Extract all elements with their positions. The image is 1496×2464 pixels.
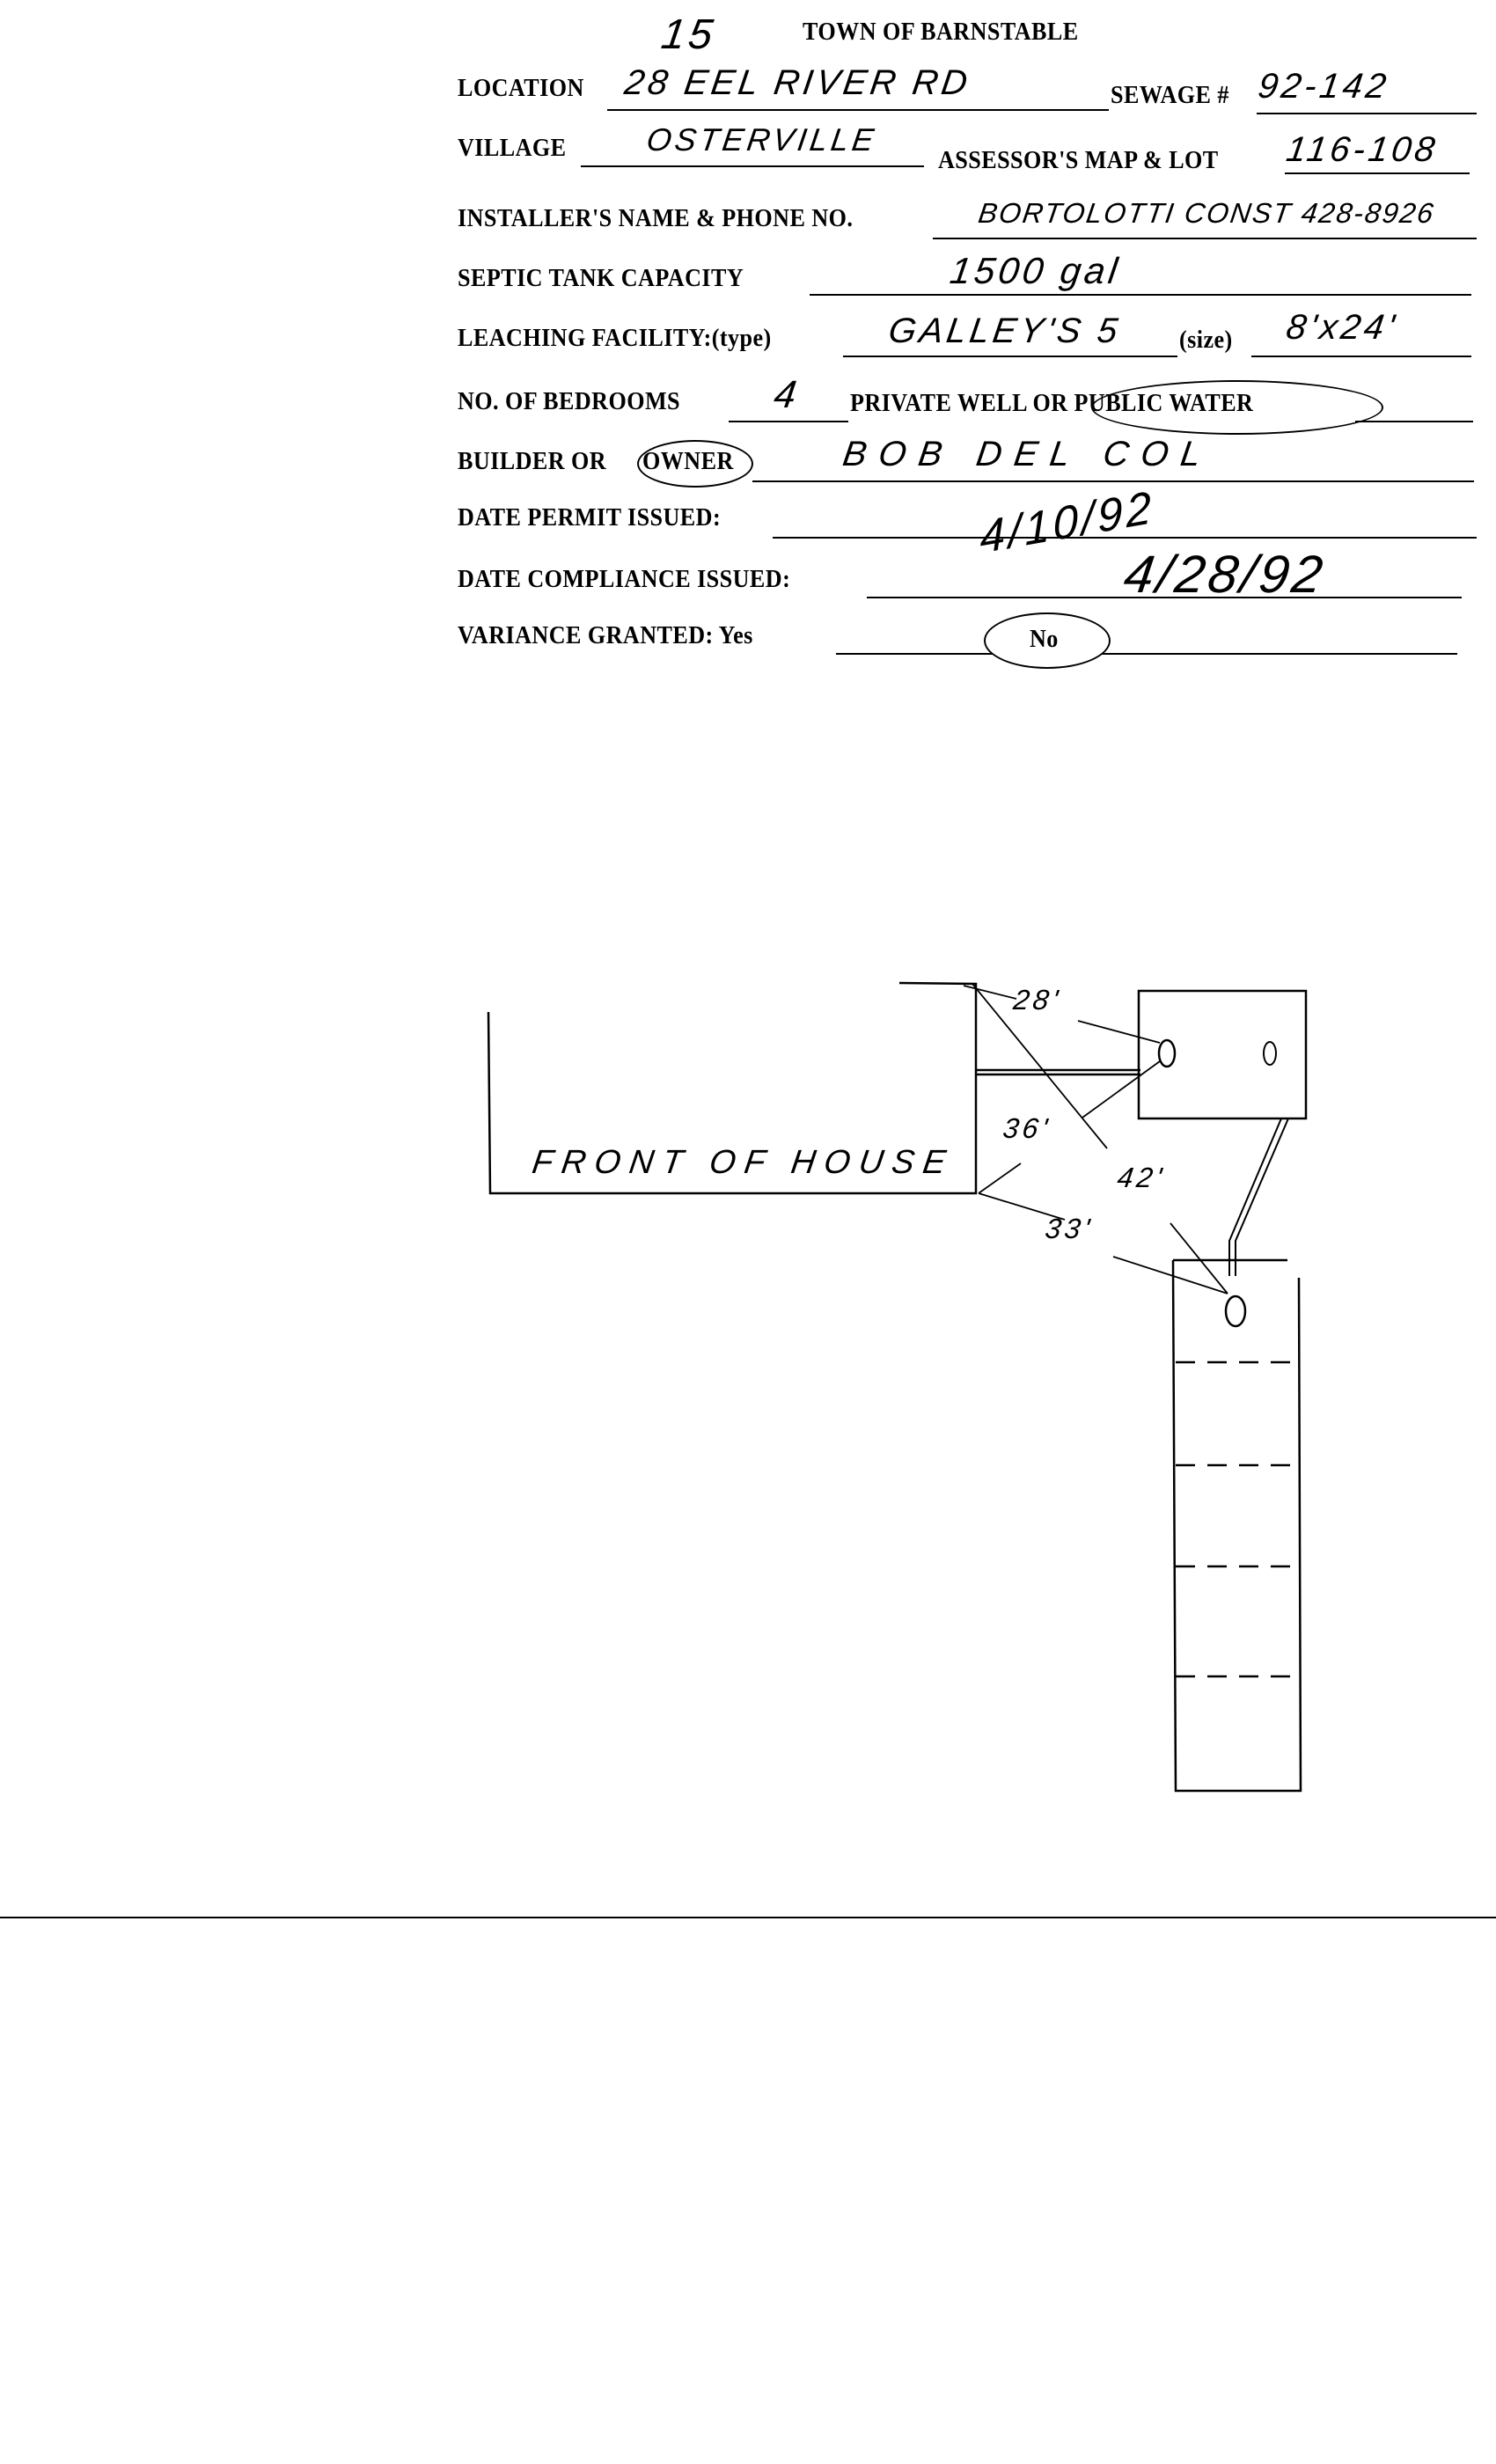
page-title: TOWN OF BARNSTABLE	[803, 18, 1079, 46]
builder-label: BUILDER OR	[458, 447, 607, 475]
variance-line	[836, 653, 1457, 655]
house-outline	[487, 981, 978, 1195]
septic-tank	[1137, 989, 1308, 1120]
house-to-tank-pipe	[976, 1068, 1140, 1076]
distance-36: 36'	[1001, 1112, 1053, 1144]
builder-line	[752, 480, 1474, 482]
leaching-field	[1171, 1258, 1302, 1793]
septic-label: SEPTIC TANK CAPACITY	[458, 264, 744, 292]
leaching-line	[843, 356, 1177, 357]
village-line	[581, 165, 924, 167]
sewage-label: SEWAGE #	[1111, 81, 1229, 109]
compliance-line	[867, 597, 1462, 598]
sewage-line	[1257, 113, 1477, 114]
location-line	[607, 109, 1109, 111]
map-lot-line	[1285, 172, 1470, 174]
leach-inlet-circle	[1224, 1294, 1247, 1328]
leaching-label: LEACHING FACILITY:(type)	[458, 324, 772, 352]
tank-inlet-circle	[1157, 1038, 1177, 1068]
distance-42: 42'	[1115, 1162, 1168, 1193]
public-water-circle	[1091, 380, 1383, 435]
permit-line	[773, 537, 1477, 539]
leach-dividers	[1176, 1360, 1299, 1678]
no-circle	[984, 612, 1111, 669]
location-label: LOCATION	[458, 74, 584, 102]
installer-label: INSTALLER'S NAME & PHONE NO.	[458, 204, 854, 232]
tank-outlet-circle	[1263, 1041, 1277, 1066]
owner-circle	[637, 440, 753, 488]
leaching-size-label: (size)	[1179, 326, 1233, 354]
village-label: VILLAGE	[458, 134, 567, 162]
distance-33: 33'	[1043, 1213, 1096, 1244]
map-lot-label: ASSESSOR'S MAP & LOT	[938, 146, 1219, 174]
septic-line	[810, 294, 1471, 296]
installer-line	[933, 238, 1477, 239]
bedrooms-label: NO. OF BEDROOMS	[458, 387, 681, 415]
bedrooms-line	[729, 421, 848, 422]
water-line	[1355, 421, 1473, 422]
compliance-label: DATE COMPLIANCE ISSUED:	[458, 565, 791, 593]
distance-28: 28'	[1011, 984, 1064, 1016]
leaching-size-line	[1251, 356, 1471, 357]
measure-lines	[963, 983, 1228, 1294]
variance-label: VARIANCE GRANTED: Yes	[458, 621, 753, 649]
variance-selected: No	[1030, 625, 1059, 653]
permit-label: DATE PERMIT ISSUED:	[458, 503, 722, 532]
house-label: FRONT OF HOUSE	[530, 1144, 957, 1181]
tank-to-leach-pipe	[1228, 1118, 1289, 1276]
